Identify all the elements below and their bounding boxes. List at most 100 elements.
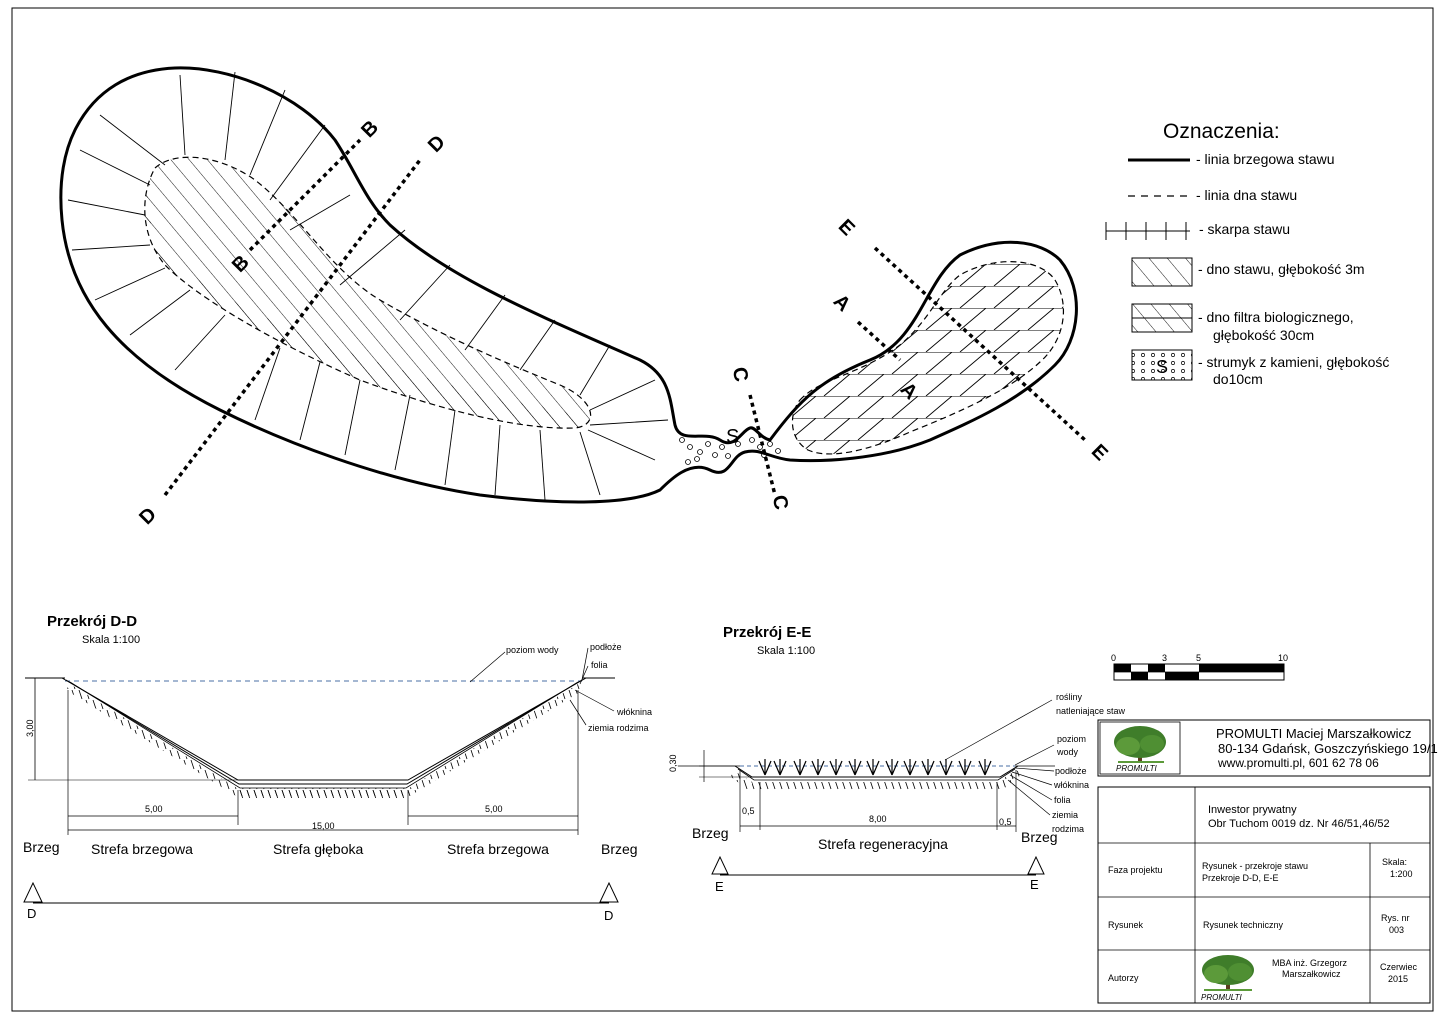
title-block: PROMULTI PROMULTI Maciej Marszałkowicz 8…	[1097, 719, 1438, 1004]
label-e-top: E	[834, 215, 859, 240]
profile-ee	[734, 765, 1019, 778]
label-foil-ee: folia	[1054, 795, 1071, 805]
section-line-a	[856, 320, 902, 362]
authors-label: Autorzy	[1108, 973, 1139, 983]
drawing-no-label: Rys. nr	[1381, 913, 1410, 923]
label-fibre-ee: włóknina	[1053, 780, 1089, 790]
marker-ee-right-label: E	[1030, 877, 1039, 892]
date-line-2: 2015	[1388, 974, 1408, 984]
legend-pond-bottom-symbol	[1131, 257, 1193, 287]
dim-ee-right: 0,5	[999, 817, 1012, 827]
date-line-1: Czerwiec	[1380, 962, 1418, 972]
oxygenating-plants	[758, 759, 992, 776]
label-water-level-dd: poziom wody	[506, 645, 559, 655]
section-ee-title: Przekrój E-E	[723, 624, 811, 641]
label-fibre-dd: włóknina	[616, 707, 652, 717]
depth-dd: 3,00	[25, 719, 35, 737]
scale-tick-0: 0	[1111, 653, 1116, 663]
scale-label: Skala:	[1382, 857, 1407, 867]
label-water-2-ee: wody	[1056, 747, 1079, 757]
legend-item-pond-bottom: - dno stawu, głębokość 3m	[1198, 261, 1365, 277]
label-soil-2-ee: rodzima	[1052, 824, 1084, 834]
drawing-value: Rysunek techniczny	[1203, 920, 1284, 930]
label-water-1-ee: poziom	[1057, 734, 1086, 744]
company-name: PROMULTI Maciej Marszałkowicz	[1216, 726, 1412, 741]
drawing-no-value: 003	[1389, 925, 1404, 935]
section-line-c	[748, 394, 777, 496]
zone-dd-shore-right: Strefa brzegowa	[447, 841, 549, 857]
section-ee-scale: Skala 1:100	[757, 645, 815, 657]
marker-ee-left-label: E	[715, 879, 724, 894]
scale-tick-5: 5	[1196, 653, 1201, 663]
dim-ee-mid: 8,00	[869, 814, 887, 824]
phase-label: Faza projektu	[1108, 865, 1163, 875]
scale-value: 1:200	[1390, 869, 1413, 879]
label-d-top: D	[424, 131, 450, 157]
profile-dd	[61, 677, 587, 781]
label-substrate-dd: podłoże	[590, 642, 622, 652]
company-contact: www.promulti.pl, 601 62 78 06	[1217, 756, 1379, 770]
scale-bar: 0 3 5 10	[1111, 653, 1288, 681]
label-d-bottom: D	[135, 503, 161, 529]
legend-item-filter-1: - dno filtra biologicznego,	[1198, 309, 1354, 325]
investor-line-1: Inwestor prywatny	[1208, 804, 1297, 816]
sheet-border	[11, 7, 1434, 1012]
soil-hatch-dd	[66, 684, 583, 796]
label-soil-dd: ziemia rodzima	[588, 723, 649, 733]
phase-value-1: Rysunek - przekroje stawu	[1202, 861, 1308, 871]
company-address: 80-134 Gdańsk, Goszczyńskiego 19/1	[1218, 741, 1438, 756]
stream-label: S	[726, 426, 739, 448]
label-substrate-ee: podłoże	[1055, 766, 1087, 776]
zone-ee: Strefa regeneracyjna	[818, 836, 948, 852]
label-a-top: A	[829, 290, 855, 316]
zone-dd-brzeg-left: Brzeg	[23, 839, 60, 855]
brzeg-ee-right: Brzeg	[1021, 829, 1058, 845]
logo-text-bottom: PROMULTI	[1201, 993, 1243, 1002]
marker-dd-right	[599, 881, 619, 903]
section-dd-scale: Skala 1:100	[82, 634, 140, 646]
label-plants-2: natleniające staw	[1056, 706, 1126, 716]
legend-stream-symbol	[1131, 349, 1193, 381]
investor-line-2: Obr Tuchom 0019 dz. Nr 46/51,46/52	[1208, 818, 1390, 830]
legend-stream-letter: S	[1156, 357, 1168, 377]
dim-ee-left: 0,5	[742, 806, 755, 816]
dim-dd-right: 5,00	[485, 804, 503, 814]
zone-dd-deep: Strefa głęboka	[273, 841, 363, 857]
label-foil-dd: folia	[591, 660, 608, 670]
legend-item-stream-1: - strumyk z kamieni, głębokość	[1198, 354, 1389, 370]
section-dd-title: Przekrój D-D	[47, 613, 137, 630]
legend-title: Oznaczenia:	[1163, 120, 1280, 143]
dim-dd-left: 5,00	[145, 804, 163, 814]
scale-tick-10: 10	[1278, 653, 1288, 663]
legend: Oznaczenia: - linia brzegowa stawu - lin…	[1105, 120, 1389, 387]
section-dd: Przekrój D-D Skala 1:100 poziom wody pod…	[23, 613, 652, 923]
scale-tick-3: 3	[1162, 653, 1167, 663]
zone-dd-shore-left: Strefa brzegowa	[91, 841, 193, 857]
label-plants-1: rośliny	[1056, 692, 1083, 702]
label-b-top: B	[357, 116, 383, 142]
pond-plan: S B B D D E E A A C C	[59, 66, 1112, 529]
zone-dd-brzeg-right: Brzeg	[601, 841, 638, 857]
brzeg-ee-left: Brzeg	[692, 825, 729, 841]
legend-item-shoreline: - linia brzegowa stawu	[1196, 151, 1335, 167]
authors-line-2: Marszałkowicz	[1282, 969, 1341, 979]
marker-ee-left	[711, 855, 729, 875]
marker-dd-left	[23, 881, 43, 903]
label-c-top: C	[728, 365, 752, 383]
label-c-bottom: C	[768, 493, 792, 511]
dim-dd-total: 15,00	[312, 821, 335, 831]
filter-bottom-area	[791, 261, 1064, 455]
section-ee: Przekrój E-E Skala 1:100	[668, 624, 1126, 894]
tree-logo-bottom	[1202, 955, 1254, 991]
marker-dd-right-label: D	[604, 908, 613, 923]
section-line-b	[248, 138, 362, 252]
section-line-d	[163, 158, 422, 497]
pond-bottom-line	[144, 156, 592, 429]
authors-line-1: MBA inż. Grzegorz	[1272, 958, 1348, 968]
logo-text-top: PROMULTI	[1116, 764, 1158, 773]
legend-item-filter-2: głębokość 30cm	[1213, 327, 1314, 343]
marker-dd-left-label: D	[27, 906, 36, 921]
legend-item-slope: - skarpa stawu	[1199, 221, 1290, 237]
legend-item-bottom-line: - linia dna stawu	[1196, 187, 1297, 203]
